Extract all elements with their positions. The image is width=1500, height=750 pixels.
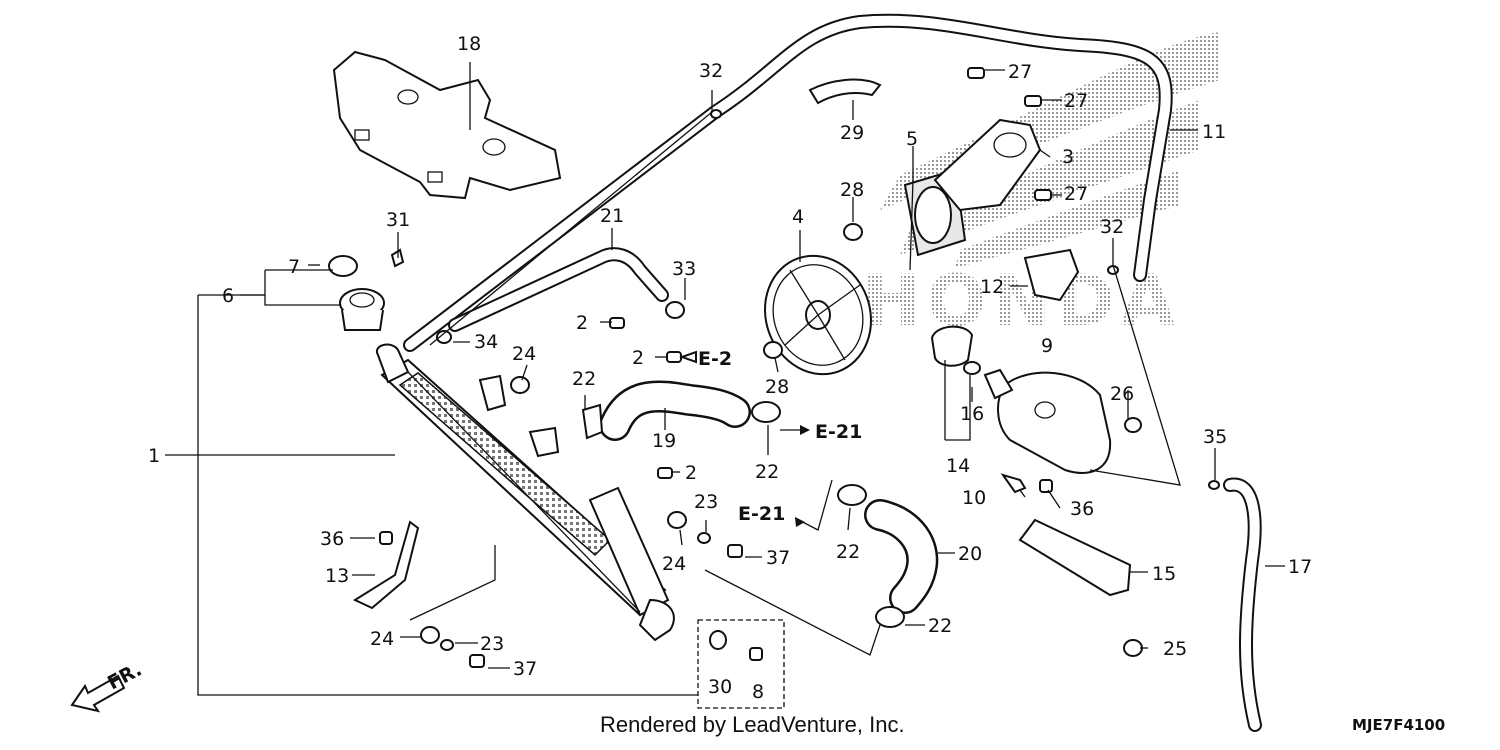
- part-19-hose: [599, 380, 751, 441]
- render-credit: Rendered by LeadVenture, Inc.: [600, 712, 905, 737]
- fasteners: [379, 67, 1220, 668]
- label-27-c: 27: [1064, 183, 1088, 205]
- label-22-c: 22: [836, 541, 860, 563]
- ref-e-21-b: E-21: [738, 503, 785, 525]
- label-32-a: 32: [699, 60, 723, 82]
- label-2-c: 2: [685, 462, 697, 484]
- part-16-oring: [963, 361, 981, 375]
- label-31: 31: [386, 209, 410, 231]
- label-36-a: 36: [320, 528, 344, 550]
- label-29: 29: [840, 122, 864, 144]
- label-11: 11: [1202, 121, 1226, 143]
- label-35: 35: [1203, 426, 1227, 448]
- label-7: 7: [288, 256, 300, 278]
- label-12: 12: [980, 276, 1004, 298]
- part-17-tube: [1223, 477, 1262, 732]
- label-1: 1: [148, 445, 160, 467]
- label-36-b: 36: [1070, 498, 1094, 520]
- label-24-a: 24: [512, 343, 536, 365]
- part-29-clip: [808, 78, 882, 105]
- part-7-seal: [328, 255, 358, 277]
- label-17: 17: [1288, 556, 1312, 578]
- label-28-b: 28: [765, 376, 789, 398]
- label-33: 33: [672, 258, 696, 280]
- label-22-a: 22: [572, 368, 596, 390]
- label-30: 30: [708, 676, 732, 698]
- part-15-cover: [1018, 518, 1132, 597]
- part-18-plate: [332, 50, 562, 200]
- label-15: 15: [1152, 563, 1176, 585]
- part-9-housing: [983, 368, 1112, 474]
- label-26: 26: [1110, 383, 1134, 405]
- label-4: 4: [792, 206, 804, 228]
- label-6: 6: [222, 285, 234, 307]
- front-arrow-icon: [70, 674, 126, 713]
- label-16: 16: [960, 403, 984, 425]
- part-13-bracket: [352, 520, 420, 610]
- label-8: 8: [752, 681, 764, 703]
- label-25: 25: [1163, 638, 1187, 660]
- label-20: 20: [958, 543, 982, 565]
- label-18: 18: [457, 33, 481, 55]
- label-2-a: 2: [576, 312, 588, 334]
- label-37-a: 37: [766, 547, 790, 569]
- part-4-fan: [764, 254, 872, 376]
- label-9: 9: [1041, 335, 1053, 357]
- front-arrow: FR.: [70, 658, 145, 713]
- part-6-cap: [339, 288, 385, 331]
- honda-watermark-text: HONDA: [862, 260, 1181, 342]
- label-28-a: 28: [840, 179, 864, 201]
- part-21-pipe: [448, 247, 669, 332]
- label-2-b: 2: [632, 347, 644, 369]
- label-23-a: 23: [694, 491, 718, 513]
- label-32-b: 32: [1100, 216, 1124, 238]
- label-24-c: 24: [370, 628, 394, 650]
- leader-lines: [165, 62, 1285, 696]
- kit-box-30-8: [697, 619, 785, 709]
- part-20-hose: [864, 499, 939, 614]
- label-14: 14: [946, 455, 970, 477]
- label-19: 19: [652, 430, 676, 452]
- section-refs: E-2 E-21 E-21: [679, 348, 862, 527]
- label-10: 10: [962, 487, 986, 509]
- ref-e-21-a: E-21: [815, 421, 862, 443]
- label-22-b: 22: [755, 461, 779, 483]
- label-21: 21: [600, 205, 624, 227]
- label-22-d: 22: [928, 615, 952, 637]
- part-labels: 1 2 2 2 3 4 5 6 7 8 9 10 11 12 13 14 15 …: [148, 33, 1312, 703]
- label-23-b: 23: [480, 633, 504, 655]
- part-12-bracket: [1023, 248, 1080, 302]
- part-1-radiator: [375, 343, 675, 642]
- ref-e-2: E-2: [698, 348, 732, 370]
- overflow-pipe: [403, 13, 1173, 352]
- label-27-a: 27: [1008, 61, 1032, 83]
- diagram-code: MJE7F4100: [1352, 716, 1446, 734]
- label-3: 3: [1062, 146, 1074, 168]
- part-14-pipe: [930, 325, 974, 367]
- label-13: 13: [325, 565, 349, 587]
- label-27-b: 27: [1064, 90, 1088, 112]
- label-34: 34: [474, 331, 498, 353]
- label-24-b: 24: [662, 553, 686, 575]
- label-5: 5: [906, 128, 918, 150]
- label-37-b: 37: [513, 658, 537, 680]
